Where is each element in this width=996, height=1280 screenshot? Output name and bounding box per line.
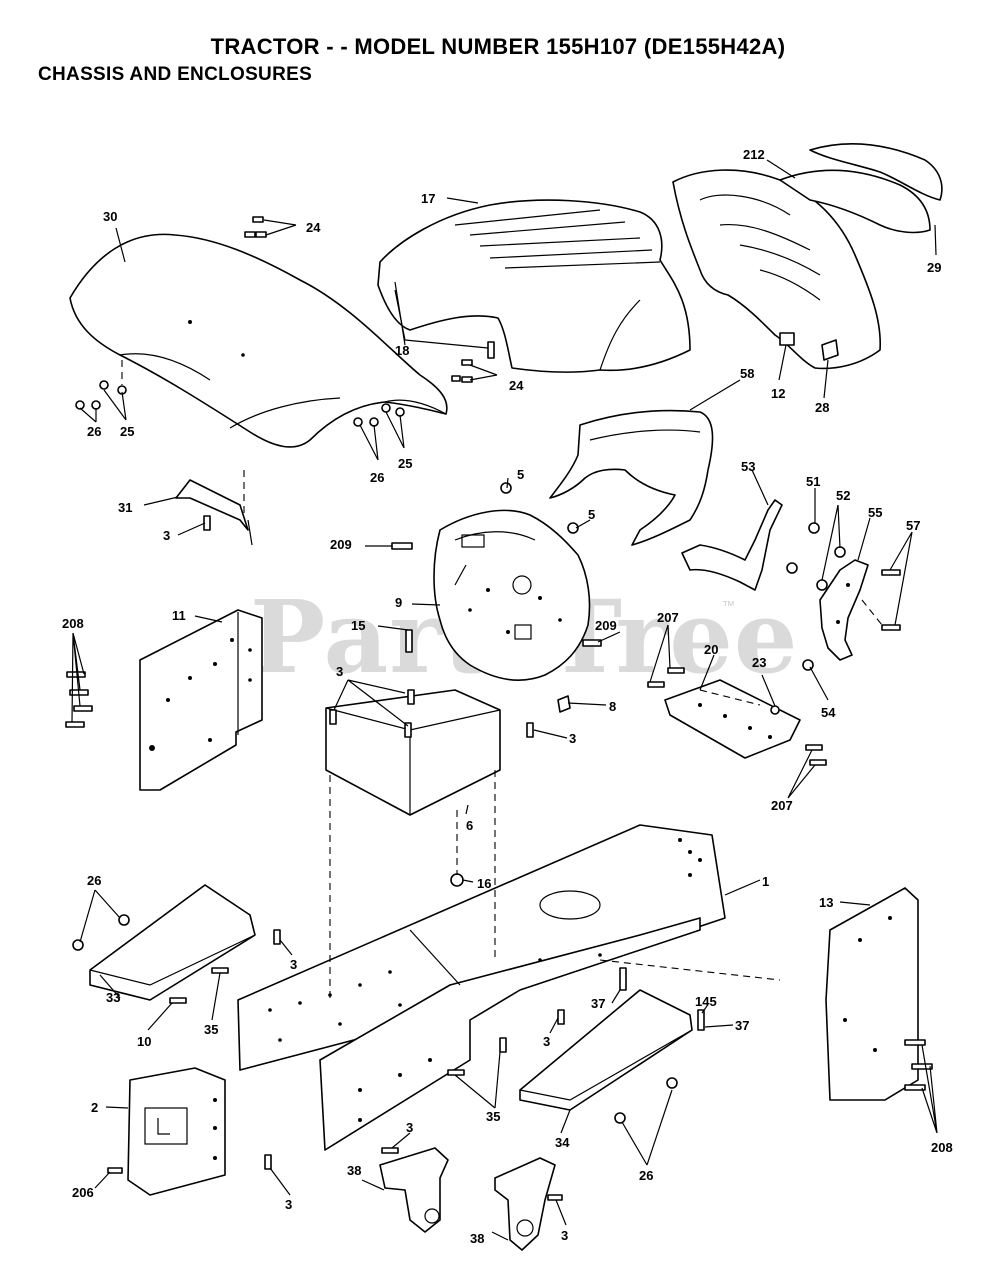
callout-3-h: 3 xyxy=(561,1228,568,1243)
dash-panel-part-9 xyxy=(433,509,591,681)
step-plate-part-34 xyxy=(519,989,693,1111)
callout-30: 30 xyxy=(103,209,117,224)
leader-lines xyxy=(71,159,938,1241)
side-panel-part-11 xyxy=(139,609,263,791)
callout-5-b: 5 xyxy=(588,507,595,522)
callout-2: 2 xyxy=(91,1100,98,1115)
step-plate-part-33 xyxy=(89,884,256,1001)
callout-212: 212 xyxy=(743,147,765,162)
callout-35-left: 35 xyxy=(204,1022,218,1037)
hood-bracket-part-58 xyxy=(549,409,714,546)
callout-34: 34 xyxy=(555,1135,570,1150)
support-plate-part-20 xyxy=(664,679,801,759)
callout-31: 31 xyxy=(118,500,132,515)
callout-26-right: 26 xyxy=(370,470,384,485)
callout-1: 1 xyxy=(762,874,769,889)
callout-207-lower: 207 xyxy=(771,798,793,813)
diagram-title: TRACTOR - - MODEL NUMBER 155H107 (DE155H… xyxy=(210,34,786,59)
callout-38-left: 38 xyxy=(347,1163,361,1178)
grille-part-17 xyxy=(377,199,691,373)
callout-15: 15 xyxy=(351,618,365,633)
rear-panel-part-2 xyxy=(127,1067,226,1196)
bracket-part-38-left xyxy=(379,1147,449,1233)
assembly-lines xyxy=(121,360,883,1000)
callout-8: 8 xyxy=(609,699,616,714)
callout-3-a: 3 xyxy=(163,528,170,543)
callout-207-upper: 207 xyxy=(657,610,679,625)
callout-38-right: 38 xyxy=(470,1231,484,1246)
main-frame-part-1 xyxy=(237,824,726,1151)
mount-bracket-part-55 xyxy=(819,559,869,661)
callout-29: 29 xyxy=(927,260,941,275)
callout-25-right: 25 xyxy=(398,456,412,471)
callout-33: 33 xyxy=(106,990,120,1005)
callout-145: 145 xyxy=(695,994,717,1009)
battery-plate-part-6 xyxy=(325,689,501,816)
callout-10: 10 xyxy=(137,1034,151,1049)
callout-53: 53 xyxy=(741,459,755,474)
callout-6: 6 xyxy=(466,818,473,833)
callout-26-left: 26 xyxy=(87,424,101,439)
callout-18: 18 xyxy=(395,343,409,358)
watermark-trademark: ™ xyxy=(722,598,735,613)
callout-3-g: 3 xyxy=(285,1197,292,1212)
callout-54: 54 xyxy=(821,705,836,720)
side-panel-part-13 xyxy=(825,887,919,1101)
callout-16: 16 xyxy=(477,876,491,891)
callout-57: 57 xyxy=(906,518,920,533)
callout-55: 55 xyxy=(868,505,882,520)
callout-11: 11 xyxy=(172,608,186,623)
callout-26-step: 26 xyxy=(87,873,101,888)
callout-13: 13 xyxy=(819,895,833,910)
callout-23: 23 xyxy=(752,655,766,670)
callout-208-left: 208 xyxy=(62,616,84,631)
bracket-part-31 xyxy=(175,479,253,546)
callout-26-lower: 26 xyxy=(639,1168,653,1183)
callout-5-a: 5 xyxy=(517,467,524,482)
diagram-subtitle: CHASSIS AND ENCLOSURES xyxy=(38,64,313,85)
callout-28: 28 xyxy=(815,400,829,415)
callout-3-d: 3 xyxy=(290,957,297,972)
front-housing-part-212 xyxy=(672,143,943,370)
callout-3-c: 3 xyxy=(569,731,576,746)
callout-37-left: 37 xyxy=(591,996,605,1011)
callout-25-left: 25 xyxy=(120,424,134,439)
callout-209-lower: 209 xyxy=(595,618,617,633)
mount-bracket-part-53 xyxy=(681,499,783,591)
callout-3-b: 3 xyxy=(336,664,343,679)
callout-20: 20 xyxy=(704,642,718,657)
fasteners xyxy=(65,216,933,1201)
callout-209-upper: 209 xyxy=(330,537,352,552)
callout-52: 52 xyxy=(836,488,850,503)
callout-labels: 17 212 29 30 24 18 24 12 28 58 25 26 25 … xyxy=(62,147,953,1246)
callout-24-upper: 24 xyxy=(306,220,321,235)
bracket-part-38-right xyxy=(494,1157,556,1251)
callout-3-e: 3 xyxy=(543,1034,550,1049)
callout-17: 17 xyxy=(421,191,435,206)
callout-206: 206 xyxy=(72,1185,94,1200)
hood-part-30 xyxy=(69,233,448,448)
callout-3-f: 3 xyxy=(406,1120,413,1135)
callout-37-right: 37 xyxy=(735,1018,749,1033)
callout-51: 51 xyxy=(806,474,820,489)
callout-12: 12 xyxy=(771,386,785,401)
callout-208-right: 208 xyxy=(931,1140,953,1155)
callout-58: 58 xyxy=(740,366,754,381)
callout-24-lower: 24 xyxy=(509,378,524,393)
callout-9: 9 xyxy=(395,595,402,610)
callout-35-right: 35 xyxy=(486,1109,500,1124)
